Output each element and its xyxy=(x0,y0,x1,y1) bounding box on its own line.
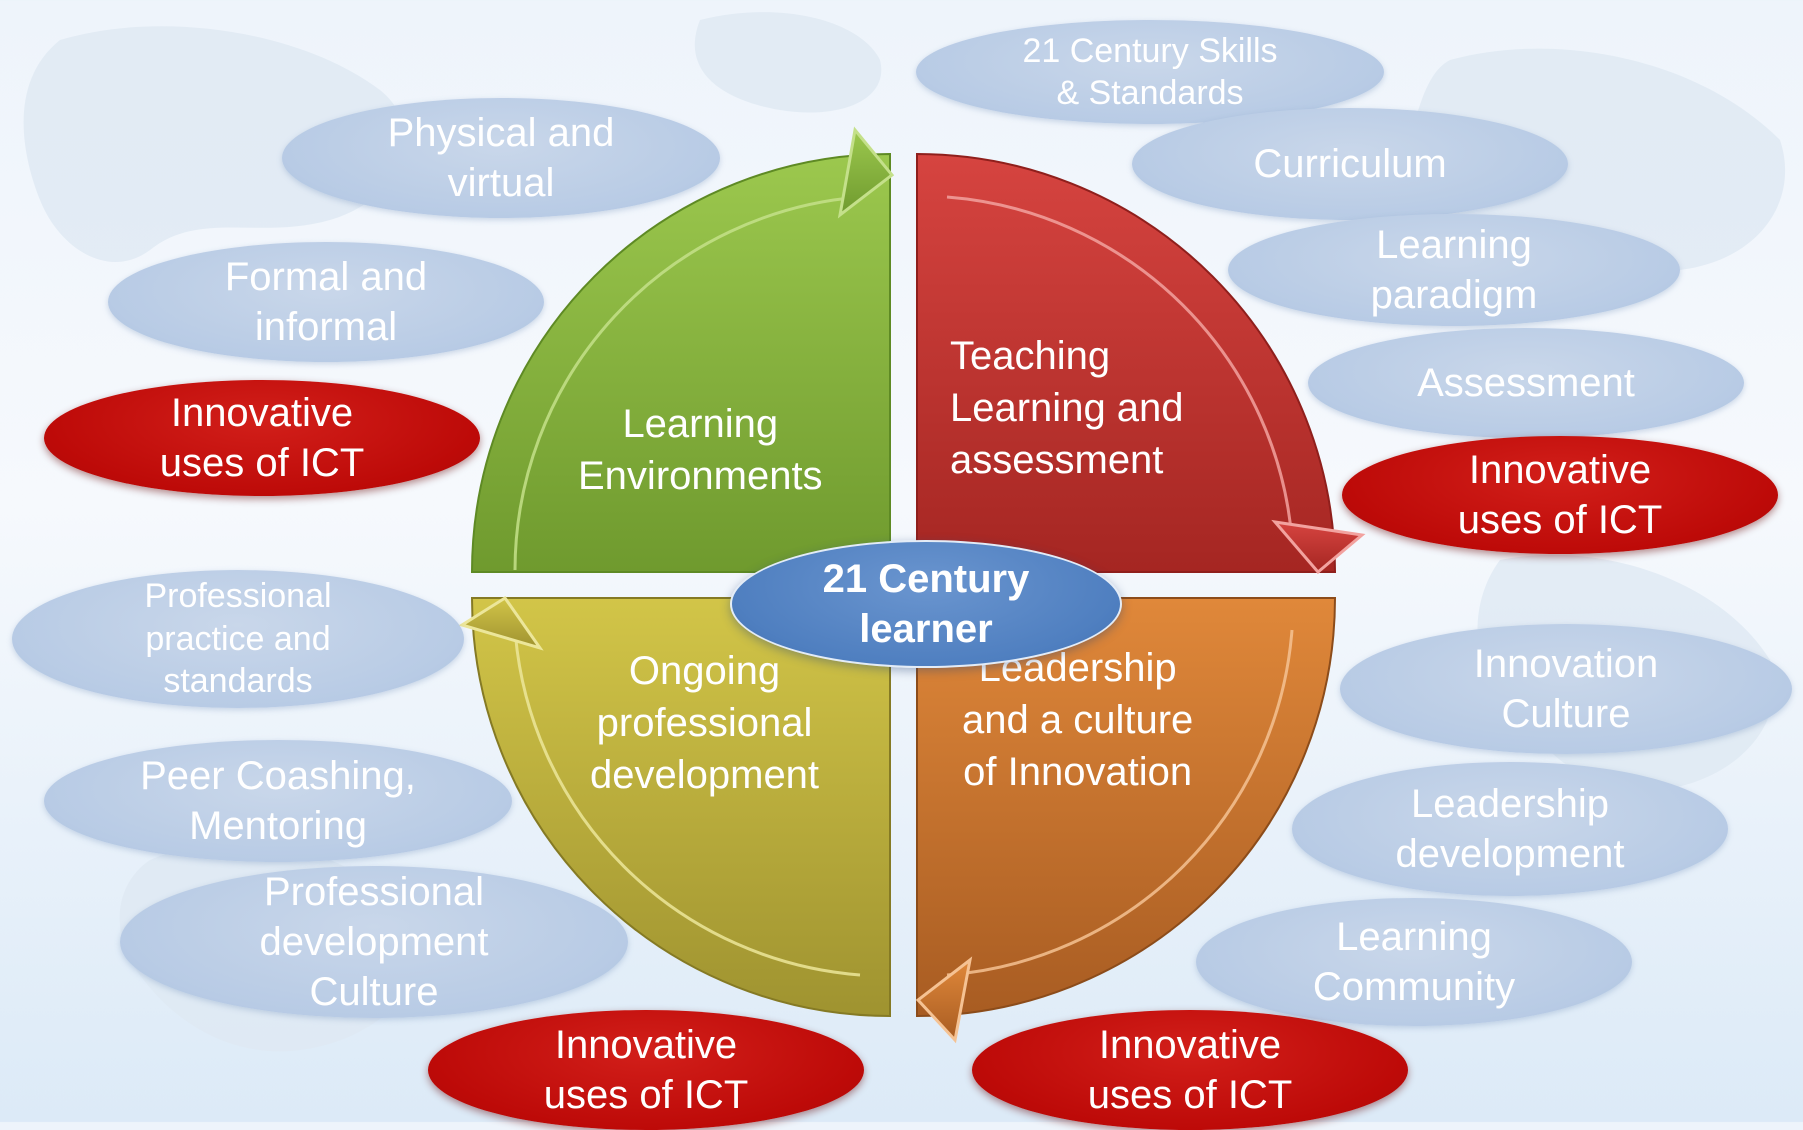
bubble-learning-paradigm: Learning paradigm xyxy=(1228,214,1680,326)
center-21-century-learner: 21 Century learner xyxy=(730,540,1122,668)
bubble-leadership-development: Leadership development xyxy=(1292,762,1728,896)
arrow-head-green xyxy=(837,126,895,219)
label-teaching-learning-assessment: Teaching Learning and assessment xyxy=(950,334,1184,482)
bubble-innovation-culture: Innovation Culture xyxy=(1340,624,1792,754)
ict-bubble-right: Innovative uses of ICT xyxy=(1342,436,1778,554)
quadrant-learning-environments xyxy=(470,152,891,573)
quadrant-teaching-learning xyxy=(916,152,1337,573)
bubble-physical-virtual: Physical and virtual xyxy=(282,98,720,218)
arrow-head-orange xyxy=(915,956,973,1044)
label-ongoing-development: Ongoing professional development xyxy=(590,649,820,797)
label-leadership-culture: Leadership and a culture of Innovation xyxy=(962,646,1194,794)
bubble-assessment: Assessment xyxy=(1308,328,1744,438)
bubble-learning-community: Learning Community xyxy=(1196,898,1632,1026)
bubble-century-skills: 21 Century Skills & Standards xyxy=(916,20,1384,124)
arrow-head-yellow xyxy=(458,595,544,651)
ict-bubble-left: Innovative uses of ICT xyxy=(44,380,480,496)
quadrant-ongoing-development xyxy=(470,597,891,1018)
bubble-professional-development-culture: Professional development Culture xyxy=(120,866,628,1018)
quadrant-leadership xyxy=(916,597,1337,1018)
bubble-professional-practice: Professional practice and standards xyxy=(12,570,464,708)
bubble-peer-coaching: Peer Coashing, Mentoring xyxy=(44,740,512,862)
bubble-curriculum: Curriculum xyxy=(1132,108,1568,220)
arrow-head-red xyxy=(1271,519,1366,575)
arrow-yellow xyxy=(513,629,861,977)
arrow-green xyxy=(513,195,861,571)
bubble-formal-informal: Formal and informal xyxy=(108,242,544,362)
arrow-orange xyxy=(946,629,1294,977)
label-learning-environments: Learning Environments xyxy=(578,402,823,498)
ict-bubble-bottom-left: Innovative uses of ICT xyxy=(428,1010,864,1130)
arrow-red xyxy=(946,195,1294,541)
ict-bubble-bottom-right: Innovative uses of ICT xyxy=(972,1010,1408,1130)
